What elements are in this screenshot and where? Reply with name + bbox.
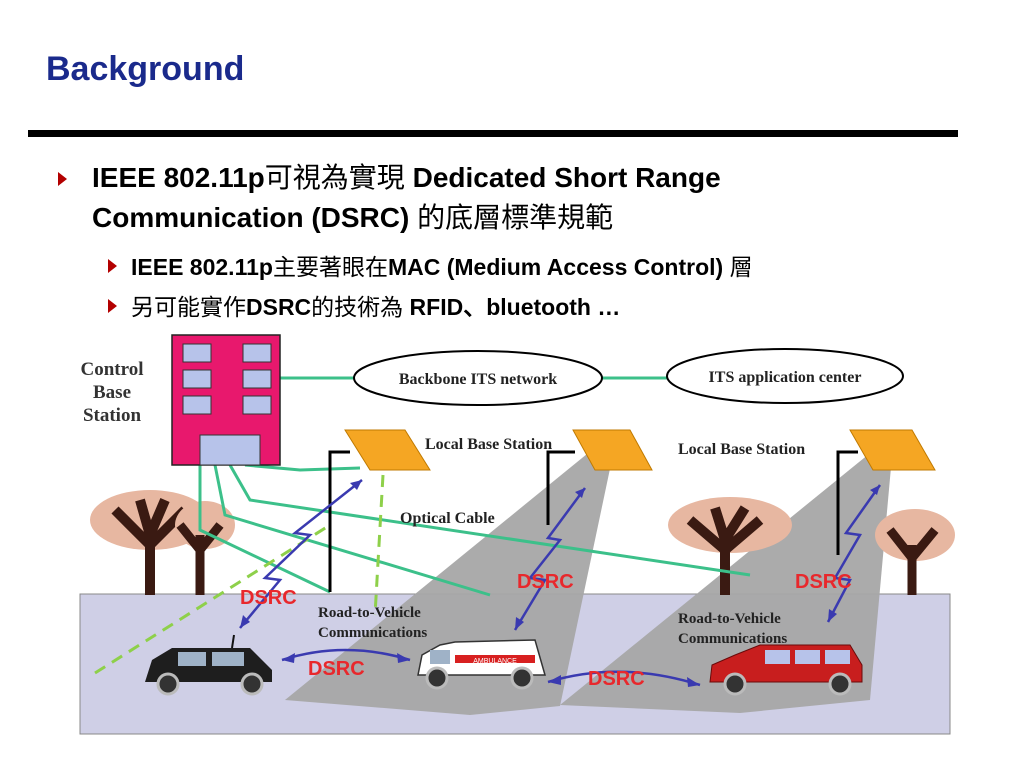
bullet-arrow-icon [108,298,117,313]
bullet-l1-text3: Dedicated Short Range Communication (DSR… [92,162,721,233]
tree-icon [668,497,792,595]
dashed-link [373,474,385,616]
dsrc-label: DSRC [795,571,852,593]
local-base-station-label-1: Local Base Station [425,436,552,453]
dsrc-diagram: Control Base Station Backbone ITS networ… [79,334,955,735]
dsrc-label: DSRC [517,571,574,593]
minivan-icon [709,644,863,696]
ambulance-text: AMBULANCE [473,658,517,665]
antenna-panel-icon [344,429,431,471]
bullet-l2b-text1: 另可能實作 [131,295,246,321]
bullet-l2a-text4: 層 [729,255,753,281]
bullet-l2b-text2: DSRC [246,294,312,320]
dsrc-label: DSRC [588,668,645,690]
bullet-l2b-text4: RFID、bluetooth … [403,294,621,320]
bullet-arrow-icon [108,258,117,273]
bullet-level1: IEEE 802.11p可視為實現 Dedicated Short Range … [58,158,898,238]
control-base-station-label-1: Control [81,359,144,380]
bullet-l2a-text1: IEEE 802.11p [131,254,273,280]
its-center-label: ITS application center [709,369,862,386]
optical-cable-label: Optical Cable [400,510,495,527]
tree-icon [875,509,955,595]
r2v-label-2b: Communications [678,631,787,647]
backbone-label: Backbone ITS network [399,371,557,388]
bullet-l2a-text2: 主要著眼在 [272,255,388,281]
antenna-panel-icon [572,429,653,471]
antenna-poles [328,450,858,592]
local-base-station-label-2: Local Base Station [678,441,805,458]
bullet-level2-dsrc: 另可能實作DSRC的技術為 RFID、bluetooth … [108,288,620,322]
bullet-l1-text4: 的底層標準規範 [417,201,614,234]
control-base-station-label-2: Base [93,382,131,403]
bullet-level2-mac: IEEE 802.11p主要著眼在MAC (Medium Access Cont… [108,248,753,282]
tree-icon [175,501,235,595]
dashed-link [94,523,331,675]
bullet-l2b-text3: 的技術為 [311,295,404,321]
dsrc-label: DSRC [240,587,297,609]
bullet-l1-text2: 可視為實現 [264,161,405,194]
antenna-panel-icon [849,429,936,471]
r2v-label-2a: Road-to-Vehicle [678,611,781,627]
ambulance-icon: AMBULANCE [417,639,546,690]
bullet-arrow-icon [58,172,67,186]
bullet-l2a-text3: MAC (Medium Access Control) [387,254,730,280]
r2v-label-1b: Communications [318,625,427,641]
link-arrowheads [240,480,880,687]
backbone-node [353,350,603,406]
its-center-node [666,348,904,404]
wireless-links [239,479,882,687]
bullet-l1-text1: IEEE 802.11p [92,162,265,193]
dsrc-label: DSRC [308,658,365,680]
taxi-car-icon [145,634,272,696]
title-divider [28,130,958,137]
page-title: Background [46,50,245,88]
control-base-station-label-3: Station [83,405,142,426]
r2v-label-1a: Road-to-Vehicle [318,605,421,621]
building-icon [171,334,281,466]
